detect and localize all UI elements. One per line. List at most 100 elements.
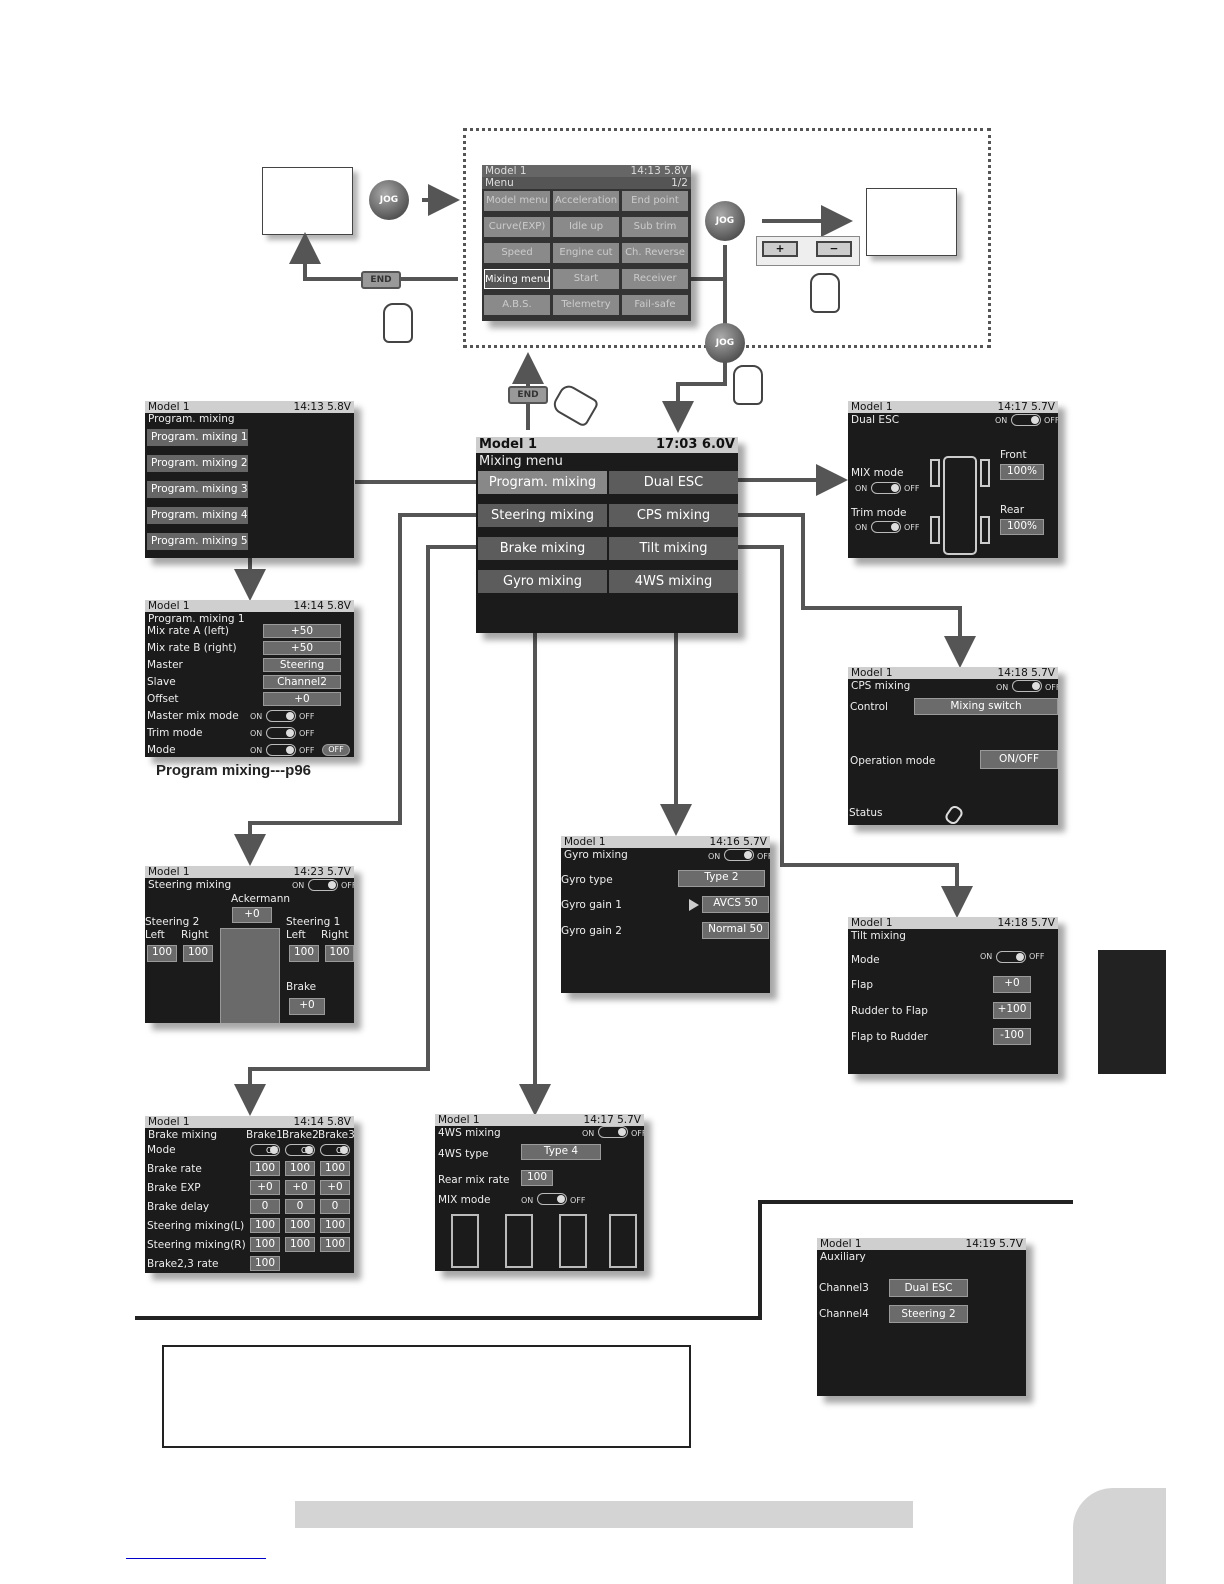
menu-item[interactable]: Mixing menu: [484, 269, 550, 289]
mix-mode-toggle[interactable]: [871, 482, 901, 494]
gyro-gain1-value[interactable]: AVCS 50: [702, 896, 769, 913]
brake-value[interactable]: 100: [320, 1218, 350, 1233]
brake-column-header: Brake2: [282, 1129, 319, 1141]
screen-title: Program. mixing 1: [148, 613, 245, 625]
mixing-menu-item[interactable]: Tilt mixing: [609, 537, 738, 560]
menu-item[interactable]: Start: [553, 269, 619, 289]
menu-item[interactable]: Ch. Reverse: [622, 243, 688, 263]
brake-value[interactable]: 0: [250, 1199, 280, 1214]
jog-button-home[interactable]: JOG: [369, 180, 409, 220]
mode-off-value[interactable]: OFF: [322, 744, 350, 756]
menu-item[interactable]: Acceleration: [553, 191, 619, 211]
menu-item[interactable]: Curve(EXP): [484, 217, 550, 237]
steering-toggle[interactable]: [308, 879, 338, 891]
operation-mode-value[interactable]: ON/OFF: [980, 750, 1058, 769]
time-voltage: 14:13 5.8V: [293, 401, 351, 413]
plus-button[interactable]: +: [762, 241, 798, 257]
tilt-row-value[interactable]: +0: [993, 976, 1031, 993]
menu-item[interactable]: A.B.S.: [484, 295, 550, 315]
menu-item[interactable]: Model menu: [484, 191, 550, 211]
channel3-value[interactable]: Dual ESC: [889, 1279, 968, 1297]
brake-value[interactable]: 100: [250, 1256, 280, 1271]
menu-item[interactable]: Speed: [484, 243, 550, 263]
toggle-switch[interactable]: [266, 727, 296, 739]
steering1-right-value[interactable]: 100: [325, 945, 354, 962]
brake-value[interactable]: 100: [320, 1237, 350, 1252]
brake-value[interactable]: 0: [285, 1199, 315, 1214]
brake-value[interactable]: 100: [285, 1218, 315, 1233]
front-value[interactable]: 100%: [1000, 464, 1044, 480]
jog-button-menu[interactable]: JOG: [705, 201, 745, 241]
on-label: ON: [996, 683, 1009, 692]
steering2-left-value[interactable]: 100: [147, 945, 177, 962]
end-button-top[interactable]: END: [361, 271, 401, 289]
brake-value[interactable]: 100: [250, 1237, 280, 1252]
cps-toggle[interactable]: [1012, 680, 1042, 692]
mixing-menu-item[interactable]: Dual ESC: [609, 471, 738, 494]
mixing-menu-item[interactable]: Gyro mixing: [478, 570, 607, 593]
trim-mode-toggle[interactable]: [871, 521, 901, 533]
brake-value[interactable]: 100: [285, 1161, 315, 1176]
4ws-mix-mode-toggle[interactable]: [537, 1193, 567, 1205]
channel4-value[interactable]: Steering 2: [889, 1305, 968, 1323]
tilt-row-label: Flap to Rudder: [851, 1031, 928, 1043]
menu-item[interactable]: Telemetry: [553, 295, 619, 315]
program-mixing-item[interactable]: Program. mixing 4: [147, 507, 248, 524]
mixing-menu-item[interactable]: Brake mixing: [478, 537, 607, 560]
gyro-gain2-value[interactable]: Normal 50: [702, 922, 769, 939]
brake-value[interactable]: 0: [320, 1199, 350, 1214]
menu-item[interactable]: Receiver: [622, 269, 688, 289]
4ws-toggle[interactable]: [598, 1126, 628, 1138]
brake-value[interactable]: 100: [320, 1161, 350, 1176]
program-row-value[interactable]: Channel2: [263, 675, 341, 689]
toggle-switch[interactable]: [266, 710, 296, 722]
program-row-value[interactable]: +50: [263, 641, 341, 655]
brake-value[interactable]: 100: [250, 1161, 280, 1176]
toggle-switch[interactable]: [266, 744, 296, 756]
brake-value[interactable]: +0: [320, 1180, 350, 1195]
program-mixing-item[interactable]: Program. mixing 1: [147, 429, 248, 446]
program-row-value[interactable]: +0: [263, 692, 341, 706]
brake-value[interactable]: 100: [250, 1218, 280, 1233]
gyro-toggle[interactable]: [724, 849, 754, 861]
program-mixing-item[interactable]: Program. mixing 3: [147, 481, 248, 498]
rear-mix-rate-value[interactable]: 100: [521, 1170, 553, 1186]
menu-item[interactable]: Sub trim: [622, 217, 688, 237]
program-mixing-item[interactable]: Program. mixing 2: [147, 455, 248, 472]
control-value[interactable]: Mixing switch: [914, 698, 1058, 715]
brake-mode-toggle[interactable]: ON: [285, 1144, 315, 1156]
tilt-row-value[interactable]: +100: [993, 1002, 1031, 1019]
brake-mode-toggle[interactable]: ON: [320, 1144, 350, 1156]
gyro-type-value[interactable]: Type 2: [678, 870, 765, 887]
mixing-menu-item[interactable]: Steering mixing: [478, 504, 607, 527]
4ws-type-value[interactable]: Type 4: [521, 1144, 601, 1160]
steering1-left-value[interactable]: 100: [289, 945, 319, 962]
off-label: OFF: [1044, 416, 1058, 425]
program-row-value[interactable]: +50: [263, 624, 341, 638]
tilt-mode-toggle[interactable]: [996, 951, 1026, 963]
ackermann-value[interactable]: +0: [232, 907, 272, 923]
menu-item[interactable]: Idle up: [553, 217, 619, 237]
end-button-mid[interactable]: END: [508, 386, 548, 404]
brake-value[interactable]: +0: [250, 1180, 280, 1195]
menu-title: Menu: [485, 177, 514, 189]
program-mixing-item[interactable]: Program. mixing 5: [147, 533, 248, 550]
menu-item[interactable]: End point: [622, 191, 688, 211]
mixing-menu-item[interactable]: 4WS mixing: [609, 570, 738, 593]
menu-item[interactable]: Fail-safe: [622, 295, 688, 315]
brake-value[interactable]: +0: [285, 1180, 315, 1195]
mixing-menu-item[interactable]: Program. mixing: [478, 471, 607, 494]
off-label: OFF: [631, 1129, 644, 1138]
mixing-menu-item[interactable]: CPS mixing: [609, 504, 738, 527]
minus-button[interactable]: −: [816, 241, 852, 257]
menu-item[interactable]: Engine cut: [553, 243, 619, 263]
steering2-right-value[interactable]: 100: [183, 945, 213, 962]
dual-esc-toggle[interactable]: [1011, 414, 1041, 426]
brake-value[interactable]: +0: [289, 998, 325, 1015]
rear-value[interactable]: 100%: [1000, 519, 1044, 535]
brake-mode-toggle[interactable]: ON: [250, 1144, 280, 1156]
tilt-row-value[interactable]: -100: [993, 1028, 1031, 1045]
jog-button-select[interactable]: JOG: [705, 323, 745, 363]
brake-value[interactable]: 100: [285, 1237, 315, 1252]
program-row-value[interactable]: Steering: [263, 658, 341, 672]
